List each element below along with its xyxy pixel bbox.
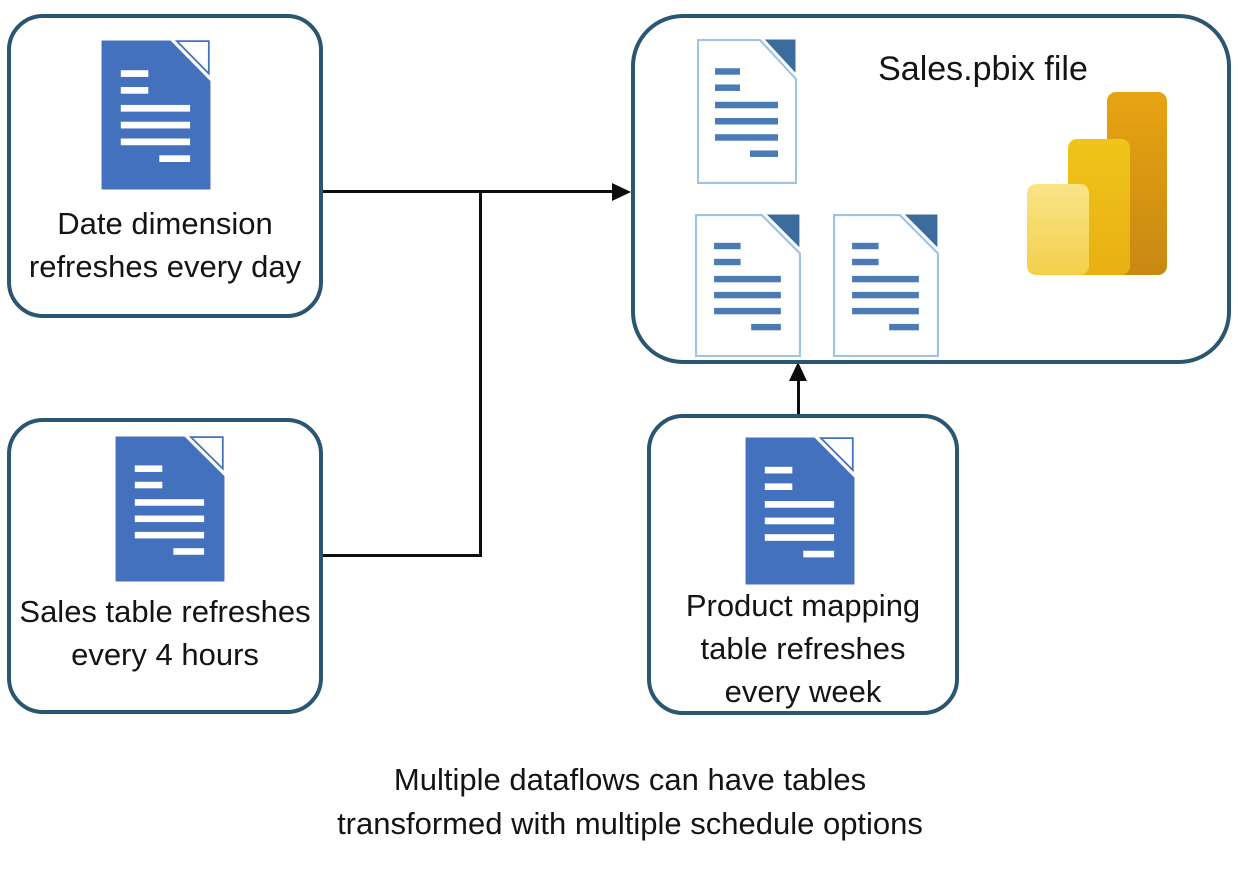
connector-join-vertical [479,190,482,557]
power-bi-bar-short [1027,184,1089,275]
arrowhead-up-icon [789,362,807,381]
node-label-sales-table: Sales table refreshes every 4 hours [19,594,311,672]
document-icon [697,39,797,184]
node-label-date-dimension: Date dimension refreshes every day [28,206,302,284]
node-sales-table[interactable]: Sales table refreshes every 4 hours [7,418,323,714]
node-date-dimension[interactable]: Date dimension refreshes every day [7,14,323,318]
document-icon [695,214,801,357]
document-icon [833,214,939,357]
pbix-file-title: Sales.pbix file [878,50,1088,88]
document-icon [115,436,225,582]
document-icon [101,40,211,190]
connector-date-to-pbix [322,190,613,193]
connector-sales-to-join [322,554,482,557]
caption: Multiple dataflows can have tables trans… [337,762,923,841]
power-bi-logo [1027,92,1167,275]
document-icon [745,437,855,585]
connector-product-to-pbix [797,380,800,415]
node-product-mapping[interactable]: Product mapping table refreshes every we… [647,414,959,715]
node-label-product-mapping: Product mapping table refreshes every we… [685,588,921,709]
arrowhead-right-icon [612,183,631,201]
node-sales-pbix[interactable]: Sales.pbix file [631,14,1231,364]
